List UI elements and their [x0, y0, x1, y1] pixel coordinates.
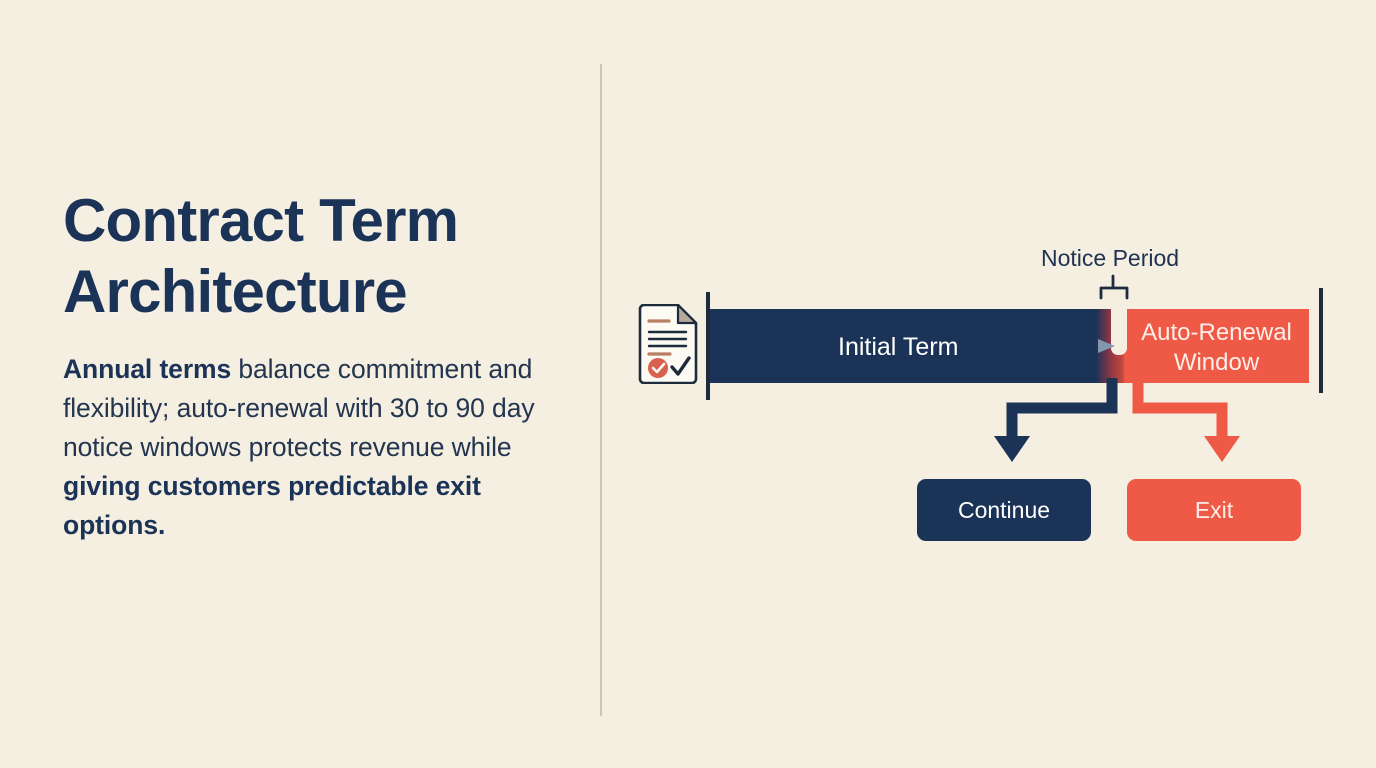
exit-button[interactable]: Exit	[1127, 479, 1301, 541]
notice-period-notch	[1111, 309, 1127, 355]
contract-document-icon	[637, 304, 699, 384]
headline-line-1: Contract Term	[63, 187, 459, 254]
body-bold-lead: Annual terms	[63, 353, 232, 384]
timeline-end-tick	[1319, 288, 1323, 393]
notice-period-label: Notice Period	[1041, 245, 1180, 271]
initial-term-arrow	[716, 339, 1115, 353]
column-divider	[600, 64, 602, 716]
continue-button[interactable]: Continue	[917, 479, 1091, 541]
headline-line-2: Architecture	[63, 257, 408, 325]
contract-timeline-diagram: Initial Term Auto-Renewal Window Notice …	[600, 0, 1376, 768]
exit-button-label: Exit	[1194, 496, 1234, 523]
continue-button-label: Continue	[957, 496, 1051, 523]
decision-connector-arrows	[994, 378, 1240, 462]
body-middle-text: balance commitment and flexibility; auto…	[63, 353, 535, 463]
auto-renewal-label: Auto-Renewal Window	[1141, 319, 1292, 377]
initial-term-label: Initial Term	[838, 333, 959, 361]
page-title: Contract Term Architecture	[63, 186, 568, 328]
auto-renewal-bar	[1124, 309, 1309, 383]
left-text-column: Contract Term Architecture Annual terms …	[63, 186, 568, 546]
timeline-start-tick	[706, 292, 710, 400]
body-paragraph: Annual terms balance commitment and flex…	[63, 350, 568, 546]
notice-period-bracket-icon	[1099, 274, 1129, 300]
body-bold-tail: giving customers predictable exit option…	[63, 471, 481, 541]
